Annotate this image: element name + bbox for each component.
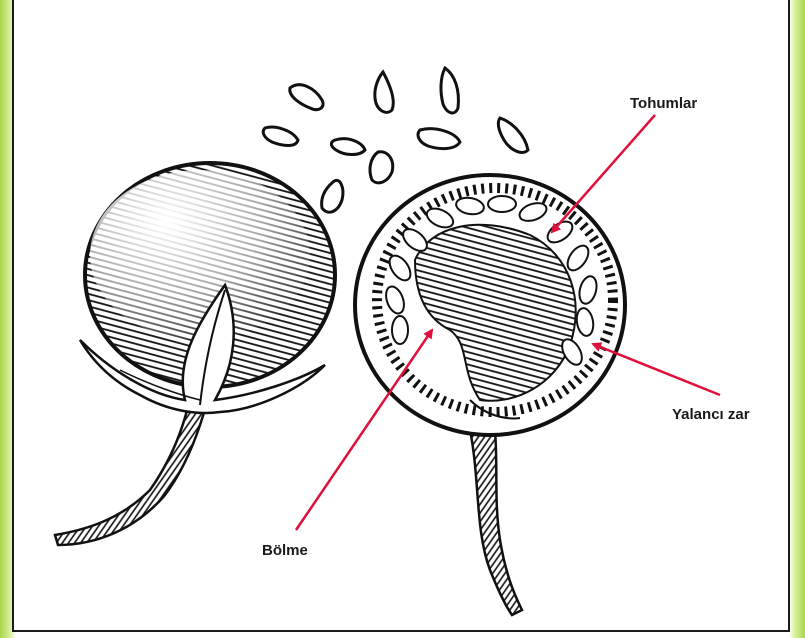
label-septum: Bölme (262, 542, 308, 559)
arrow-seeds (552, 115, 655, 232)
cut-fruit-stem (470, 430, 522, 615)
arrow-septum (296, 330, 432, 530)
whole-fruit (55, 163, 335, 545)
cut-fruit (355, 175, 625, 615)
label-false-membrane: Yalancı zar (672, 406, 750, 423)
arrow-false-membrane (593, 344, 720, 395)
label-seeds: Tohumlar (630, 95, 697, 112)
